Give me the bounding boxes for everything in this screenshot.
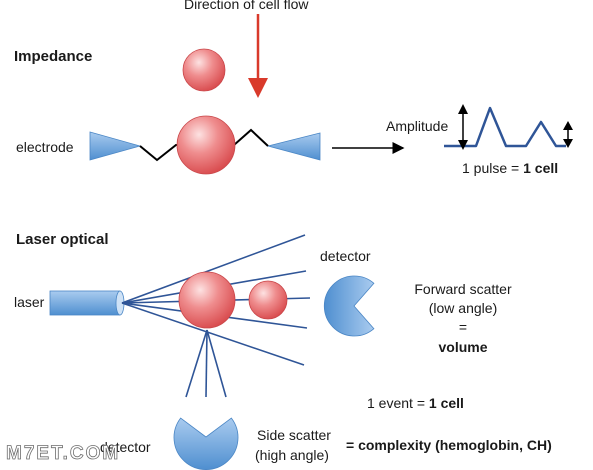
incoming-cell: [182, 48, 226, 92]
side-detector: [173, 417, 239, 470]
side-detector-label: detector: [100, 439, 151, 455]
amplitude-arrow-large: [458, 104, 468, 150]
amplitude-arrow-small: [563, 121, 573, 148]
side-scatter-label: Side scatter: [257, 427, 331, 443]
event-equation: 1 event = 1 cell: [367, 395, 464, 411]
watermark: M7ET.COM: [6, 443, 120, 464]
forward-detector-label: detector: [320, 248, 371, 264]
flow-direction-label: Direction of cell flow: [184, 0, 309, 12]
forward-angle-label: (low angle): [429, 300, 497, 316]
right-electrode: [266, 132, 321, 161]
measured-cell: [176, 115, 236, 175]
pulse-equation: 1 pulse = 1 cell: [462, 160, 558, 176]
impedance-heading: Impedance: [14, 48, 92, 65]
left-electrode: [89, 131, 142, 161]
forward-scatter-label: Forward scatter: [414, 281, 512, 297]
pulse-waveform: [444, 106, 566, 148]
next-cell: [248, 280, 288, 320]
forward-equals: =: [459, 319, 467, 335]
side-angle-label: (high angle): [255, 447, 329, 463]
side-scatter-result: = complexity (hemoglobin, CH): [346, 437, 552, 453]
forward-scatter-text: Forward scatter (low angle) = volume: [414, 281, 512, 355]
forward-detector: [323, 275, 375, 337]
forward-result: volume: [438, 339, 487, 355]
laser-optical-heading: Laser optical: [16, 231, 109, 248]
laser-source: [49, 290, 125, 316]
laser-label: laser: [14, 294, 45, 310]
electrode-label: electrode: [16, 139, 74, 155]
scattering-cell: [178, 271, 236, 329]
amplitude-label: Amplitude: [386, 118, 448, 134]
